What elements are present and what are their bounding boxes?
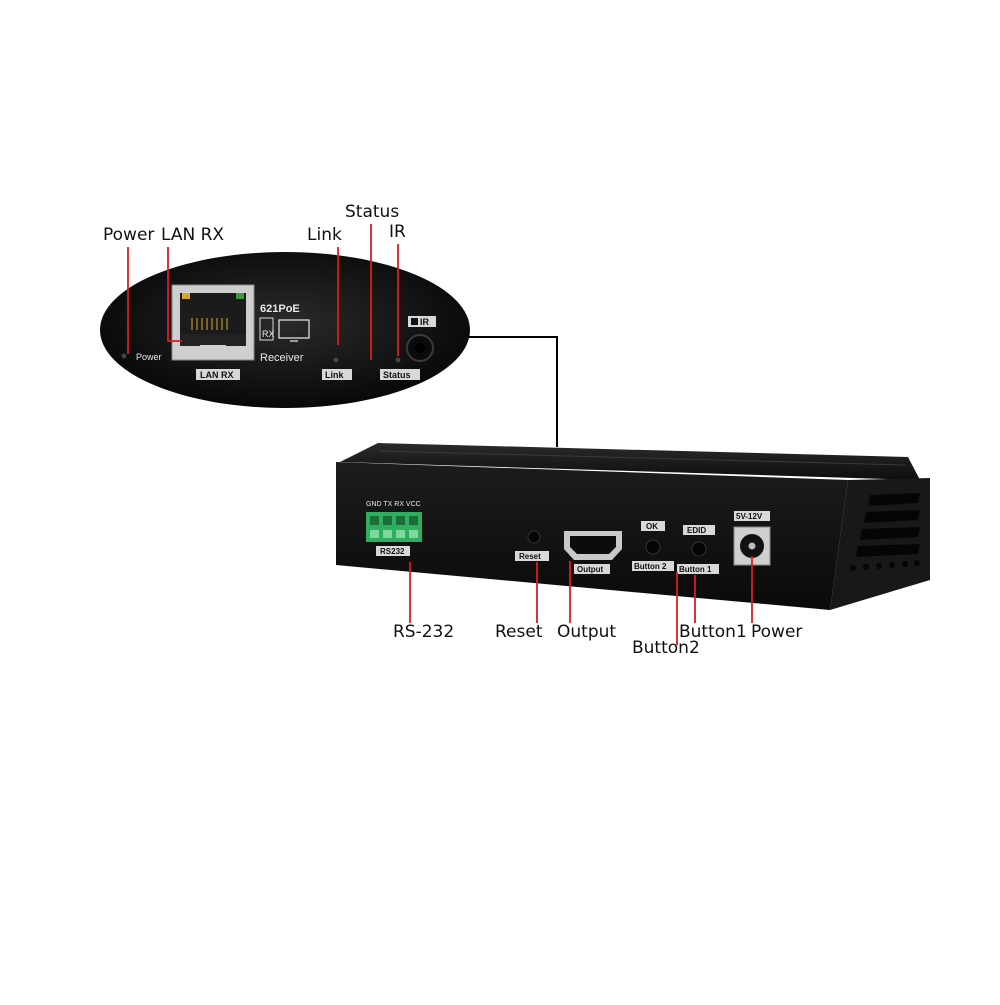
model-label: 621PoE bbox=[260, 303, 300, 315]
front-panel-zoom: Power LAN RX 621PoE RX Receiver bbox=[100, 252, 470, 408]
reset-button bbox=[527, 530, 541, 544]
side-holes bbox=[850, 560, 920, 571]
callout-ir: IR bbox=[389, 222, 406, 242]
link-label-plate bbox=[322, 369, 352, 380]
callout-lan-rx: LAN RX bbox=[161, 225, 225, 245]
rear-edid-label: EDID bbox=[687, 526, 706, 535]
callout-status: Status bbox=[345, 202, 400, 222]
front-lan-rx-label: LAN RX bbox=[200, 370, 234, 380]
status-led bbox=[395, 357, 401, 363]
rear-button1-label: Button 1 bbox=[679, 565, 712, 574]
callout-button2: Button2 bbox=[632, 638, 700, 658]
rear-output-label: Output bbox=[577, 565, 604, 574]
button1-label-plate bbox=[677, 564, 719, 574]
button2 bbox=[645, 539, 661, 555]
rear-ok-label: OK bbox=[646, 522, 658, 531]
ok-label-plate bbox=[641, 521, 665, 531]
front-panel-oval bbox=[100, 252, 470, 408]
front-status-label: Status bbox=[383, 370, 411, 380]
rear-reset-label: Reset bbox=[519, 552, 541, 561]
rear-rs232-label: RS232 bbox=[380, 547, 405, 556]
front-power-label: Power bbox=[136, 352, 162, 362]
receiver-label: Receiver bbox=[260, 352, 304, 364]
link-led bbox=[333, 357, 339, 363]
power-led bbox=[121, 353, 127, 359]
rear-dc-label: 5V-12V bbox=[736, 512, 763, 521]
callout-output: Output bbox=[557, 622, 617, 642]
reset-label-plate bbox=[515, 551, 549, 561]
front-link-label: Link bbox=[325, 370, 344, 380]
button1 bbox=[691, 541, 707, 557]
lan-led-amber bbox=[182, 293, 190, 299]
front-ir-label: IR bbox=[420, 317, 430, 327]
edid-label-plate bbox=[683, 525, 715, 535]
hdmi-output-port bbox=[564, 531, 622, 560]
monitor-icon bbox=[278, 319, 310, 342]
rx-label: RX bbox=[262, 329, 275, 339]
zoom-connector-line bbox=[468, 336, 558, 447]
rear-button2-label: Button 2 bbox=[634, 562, 667, 571]
dc-label-plate bbox=[734, 511, 770, 521]
callout-power-front: Power bbox=[103, 225, 155, 245]
callout-reset: Reset bbox=[495, 622, 543, 642]
vent-slots bbox=[856, 493, 920, 557]
callout-button1: Button1 bbox=[679, 622, 747, 642]
rs232-terminal bbox=[366, 512, 422, 542]
callout-power-rear: Power bbox=[751, 622, 803, 642]
leader-lines bbox=[127, 224, 753, 645]
lan-rx-port bbox=[171, 284, 255, 361]
lan-rx-label-plate bbox=[196, 369, 240, 380]
output-label-plate bbox=[574, 564, 610, 574]
button2-label-plate bbox=[632, 561, 674, 571]
rs232-label-plate bbox=[376, 546, 410, 556]
receiver-device: GND TX RX VCC RS232 Reset Output OK Butt… bbox=[336, 443, 930, 610]
status-label-plate bbox=[380, 369, 420, 380]
ir-label-plate bbox=[408, 316, 436, 327]
terminal-pins-label: GND TX RX VCC bbox=[366, 501, 421, 508]
callout-rs232: RS-232 bbox=[393, 622, 455, 642]
device-top bbox=[340, 443, 920, 480]
lan-led-green bbox=[236, 293, 244, 299]
callout-link: Link bbox=[307, 225, 342, 245]
